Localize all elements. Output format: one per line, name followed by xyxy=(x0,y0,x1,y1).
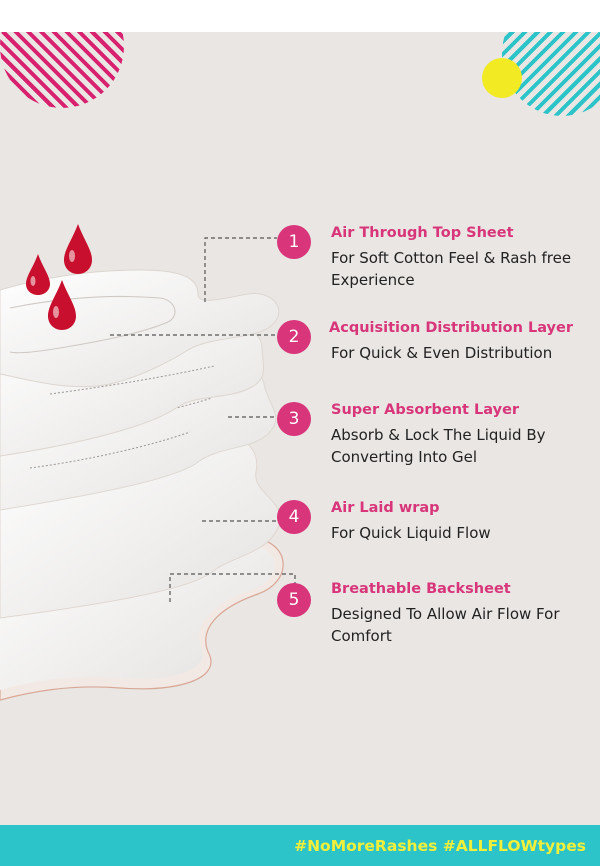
layer-title-1: Air Through Top Sheet xyxy=(331,225,514,241)
blood-drop-icons xyxy=(26,224,92,330)
step-badge-2: 2 xyxy=(277,320,311,354)
layer-description-1: For Soft Cotton Feel & Rash free Experie… xyxy=(331,249,572,289)
leader-line-5 xyxy=(169,573,296,602)
step-badge-5: 5 xyxy=(277,583,311,617)
layer-title-2: Acquisition Distribution Layer xyxy=(329,320,573,336)
layer-title-5: Breathable Backsheet xyxy=(331,581,511,597)
hashtags-text: #NoMoreRashes #ALLFLOWtypes xyxy=(294,837,586,855)
layer-description-5: Designed To Allow Air Flow For Comfort xyxy=(331,605,560,645)
layer-description-2: For Quick & Even Distribution xyxy=(331,344,553,362)
pad-layers-illustration xyxy=(0,224,296,701)
hashtag-footer: #NoMoreRashes #ALLFLOWtypes xyxy=(0,825,600,866)
layer-title-3: Super Absorbent Layer xyxy=(331,402,520,418)
leader-lines xyxy=(110,237,296,602)
step-badge-1: 1 xyxy=(277,225,311,259)
infographic-canvas: 1 Air Through Top Sheet For Soft Cotton … xyxy=(0,32,600,866)
layer-description-4: For Quick Liquid Flow xyxy=(331,524,491,542)
layer-title-4: Air Laid wrap xyxy=(331,500,440,516)
step-badge-4: 4 xyxy=(277,500,311,534)
step-badge-3: 3 xyxy=(277,402,311,436)
leader-line-1 xyxy=(204,237,277,302)
layer-description-3: Absorb & Lock The Liquid By Converting I… xyxy=(331,426,546,466)
yellow-dot xyxy=(482,58,522,98)
